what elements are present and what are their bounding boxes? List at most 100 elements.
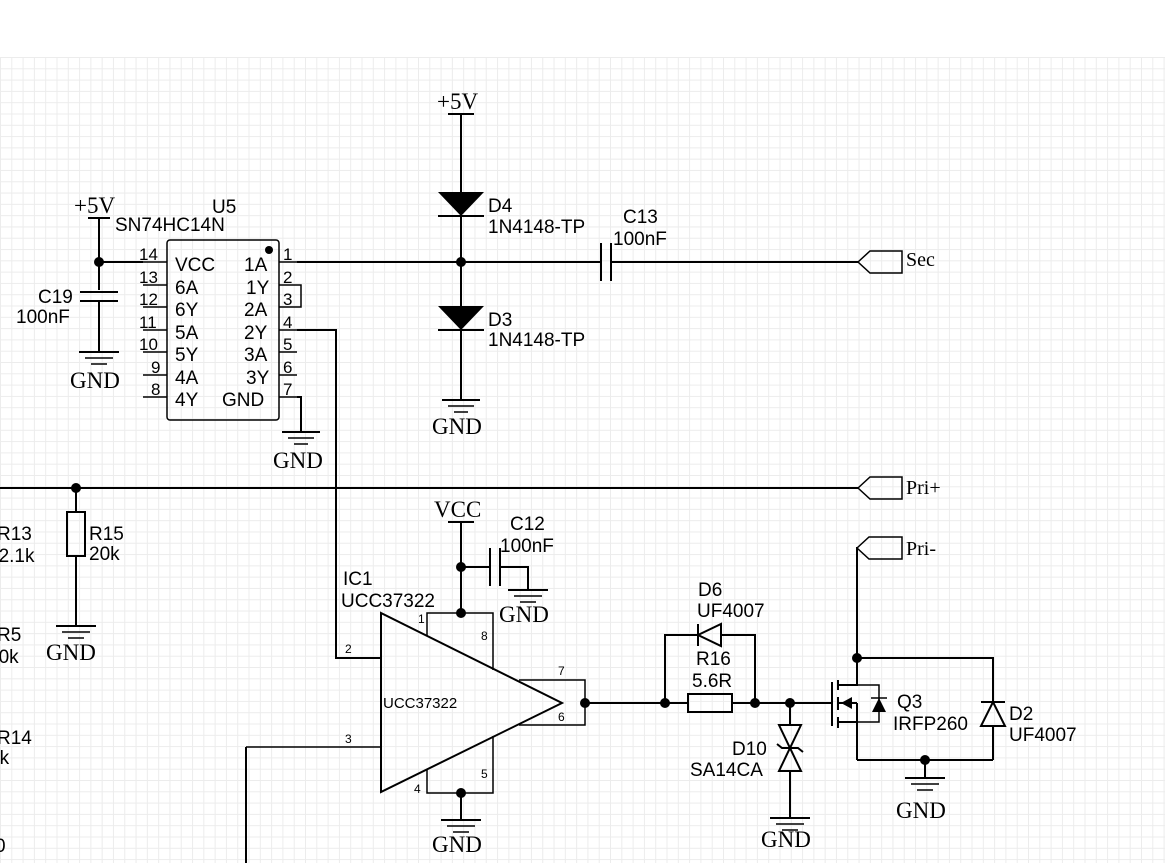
c19-ref: C19 <box>38 287 73 308</box>
u5-pin-1: 1 <box>283 245 292 264</box>
pri-minus-port-label: Pri- <box>906 538 936 560</box>
ic1-body-label: UCC37322 <box>383 695 457 712</box>
d3-diode[interactable]: D3 1N4148-TP <box>438 306 585 351</box>
gnd-d3-symbol: GND <box>432 399 482 439</box>
d4-diode[interactable]: D4 1N4148-TP <box>438 192 585 238</box>
junction <box>456 788 466 798</box>
u5-name-1a: 1A <box>244 255 268 276</box>
junction <box>580 698 590 708</box>
ic1-pin-1: 1 <box>418 612 425 626</box>
vcc-symbol: VCC <box>434 497 481 523</box>
gnd-u5-symbol: GND <box>273 431 323 473</box>
gnd-r15-symbol: GND <box>46 625 96 665</box>
d10-tvs-diode[interactable]: D10 SA14CA <box>690 703 804 818</box>
diode-vplus-symbol: +5V <box>437 89 478 115</box>
d6-ref: D6 <box>698 580 722 601</box>
u5-name-3y: 3Y <box>246 368 270 389</box>
u5-vplus-symbol: +5V <box>74 193 115 290</box>
c12-value: 100nF <box>500 536 554 557</box>
u5-pin-11: 11 <box>139 313 157 332</box>
d2-diode[interactable]: D2 UF4007 <box>979 699 1077 760</box>
gnd-u5-label: GND <box>273 448 323 473</box>
r15-ref: R15 <box>89 524 124 545</box>
junction <box>456 257 466 267</box>
u5-ref: U5 <box>212 197 236 218</box>
u5-pin-4: 4 <box>283 313 292 332</box>
u5-pin-3: 3 <box>283 290 292 309</box>
ic1-driver[interactable]: UCC37322 IC1 UCC37322 1 8 4 5 2 3 7 6 <box>246 569 586 796</box>
pri-plus-port[interactable]: Pri+ <box>856 476 941 500</box>
ic1-ref: IC1 <box>343 569 373 590</box>
gnd-ic1-label: GND <box>432 832 482 857</box>
u5-name-4y: 4Y <box>175 390 199 411</box>
u5-pin-5: 5 <box>283 335 292 354</box>
u5-pin-8: 8 <box>151 380 160 399</box>
junction <box>456 608 466 618</box>
sec-port-label: Sec <box>906 249 935 271</box>
u5-name-gnd: GND <box>222 390 264 411</box>
ic1-pin-6: 6 <box>558 710 565 724</box>
q3-part: IRFP260 <box>893 714 968 735</box>
c13-ref: C13 <box>623 207 658 228</box>
u5-name-5a: 5A <box>175 323 199 344</box>
ic1-part: UCC37322 <box>341 591 435 612</box>
r16-value: 5.6R <box>692 671 732 692</box>
u5-symbol[interactable]: U5 SN74HC14N 14 13 12 11 10 9 8 VCC 6 <box>115 197 302 421</box>
pri-minus-port[interactable]: Pri- <box>855 536 936 560</box>
r14-value: 1k <box>0 748 10 769</box>
r13-ref: R13 <box>0 524 32 545</box>
gnd-d10-symbol: GND <box>761 817 811 852</box>
r15-resistor[interactable]: R15 20k <box>66 488 124 626</box>
u5-name-1y: 1Y <box>246 278 270 299</box>
c13-value: 100nF <box>613 229 667 250</box>
r5-value: 10k <box>0 647 19 668</box>
d6-diode[interactable]: D6 UF4007 <box>664 580 765 703</box>
r16-ref: R16 <box>696 649 731 670</box>
u5-pin-12: 12 <box>139 290 158 309</box>
d10-ref: D10 <box>732 739 767 760</box>
d3-part: 1N4148-TP <box>488 330 585 351</box>
u5-name-vcc: VCC <box>175 255 215 276</box>
u5-vplus-label: +5V <box>74 193 115 218</box>
q3-mosfet[interactable]: Q3 IRFP260 <box>831 658 968 760</box>
ic1-pin-5: 5 <box>481 767 488 781</box>
u5-name-3a: 3A <box>244 345 268 366</box>
gnd-q3-symbol: GND <box>896 777 946 823</box>
ic1-pin-7: 7 <box>558 664 565 678</box>
sec-port[interactable]: Sec <box>856 249 935 274</box>
schematic-grid <box>0 57 1165 863</box>
wire-drain-d2 <box>857 657 994 702</box>
r14-ref: R14 <box>0 728 32 749</box>
gnd-ic1-symbol: GND <box>432 819 482 857</box>
u5-pin-7: 7 <box>283 380 292 399</box>
d6-part: UF4007 <box>697 601 765 622</box>
d2-part: UF4007 <box>1009 725 1077 746</box>
gnd-q3-label: GND <box>896 798 946 823</box>
u5-name-6y: 6Y <box>175 300 199 321</box>
u5-name-6a: 6A <box>175 278 199 299</box>
ic1-pin-4: 4 <box>414 782 421 796</box>
d4-part: 1N4148-TP <box>488 217 585 238</box>
u5-name-5y: 5Y <box>175 345 199 366</box>
diode-vplus-label: +5V <box>437 89 478 114</box>
u5-pin-13: 13 <box>139 268 158 287</box>
ic1-pin-3: 3 <box>345 732 352 746</box>
d4-ref: D4 <box>488 196 513 217</box>
c12-ref: C12 <box>510 514 545 535</box>
u5-pin-9: 9 <box>151 358 160 377</box>
wire-u5-gnd <box>297 396 302 432</box>
r16-resistor[interactable]: R16 5.6R <box>687 649 790 713</box>
c12-capacitor[interactable]: C12 100nF <box>489 514 554 590</box>
ic1-pin-8: 8 <box>481 629 488 643</box>
r13-value: 12.1k <box>0 546 35 567</box>
u5-name-4a: 4A <box>175 368 199 389</box>
c19-value: 100nF <box>16 307 70 328</box>
c19-capacitor[interactable]: C19 100nF <box>16 287 118 352</box>
gnd-d3-label: GND <box>432 414 482 439</box>
c13-capacitor[interactable]: C13 100nF <box>600 207 667 281</box>
gnd-c12-symbol: GND <box>499 589 549 627</box>
u5-name-2a: 2A <box>244 300 268 321</box>
u5-pin-14: 14 <box>139 245 158 264</box>
vcc-label: VCC <box>434 497 481 522</box>
r15-value: 20k <box>89 544 120 565</box>
